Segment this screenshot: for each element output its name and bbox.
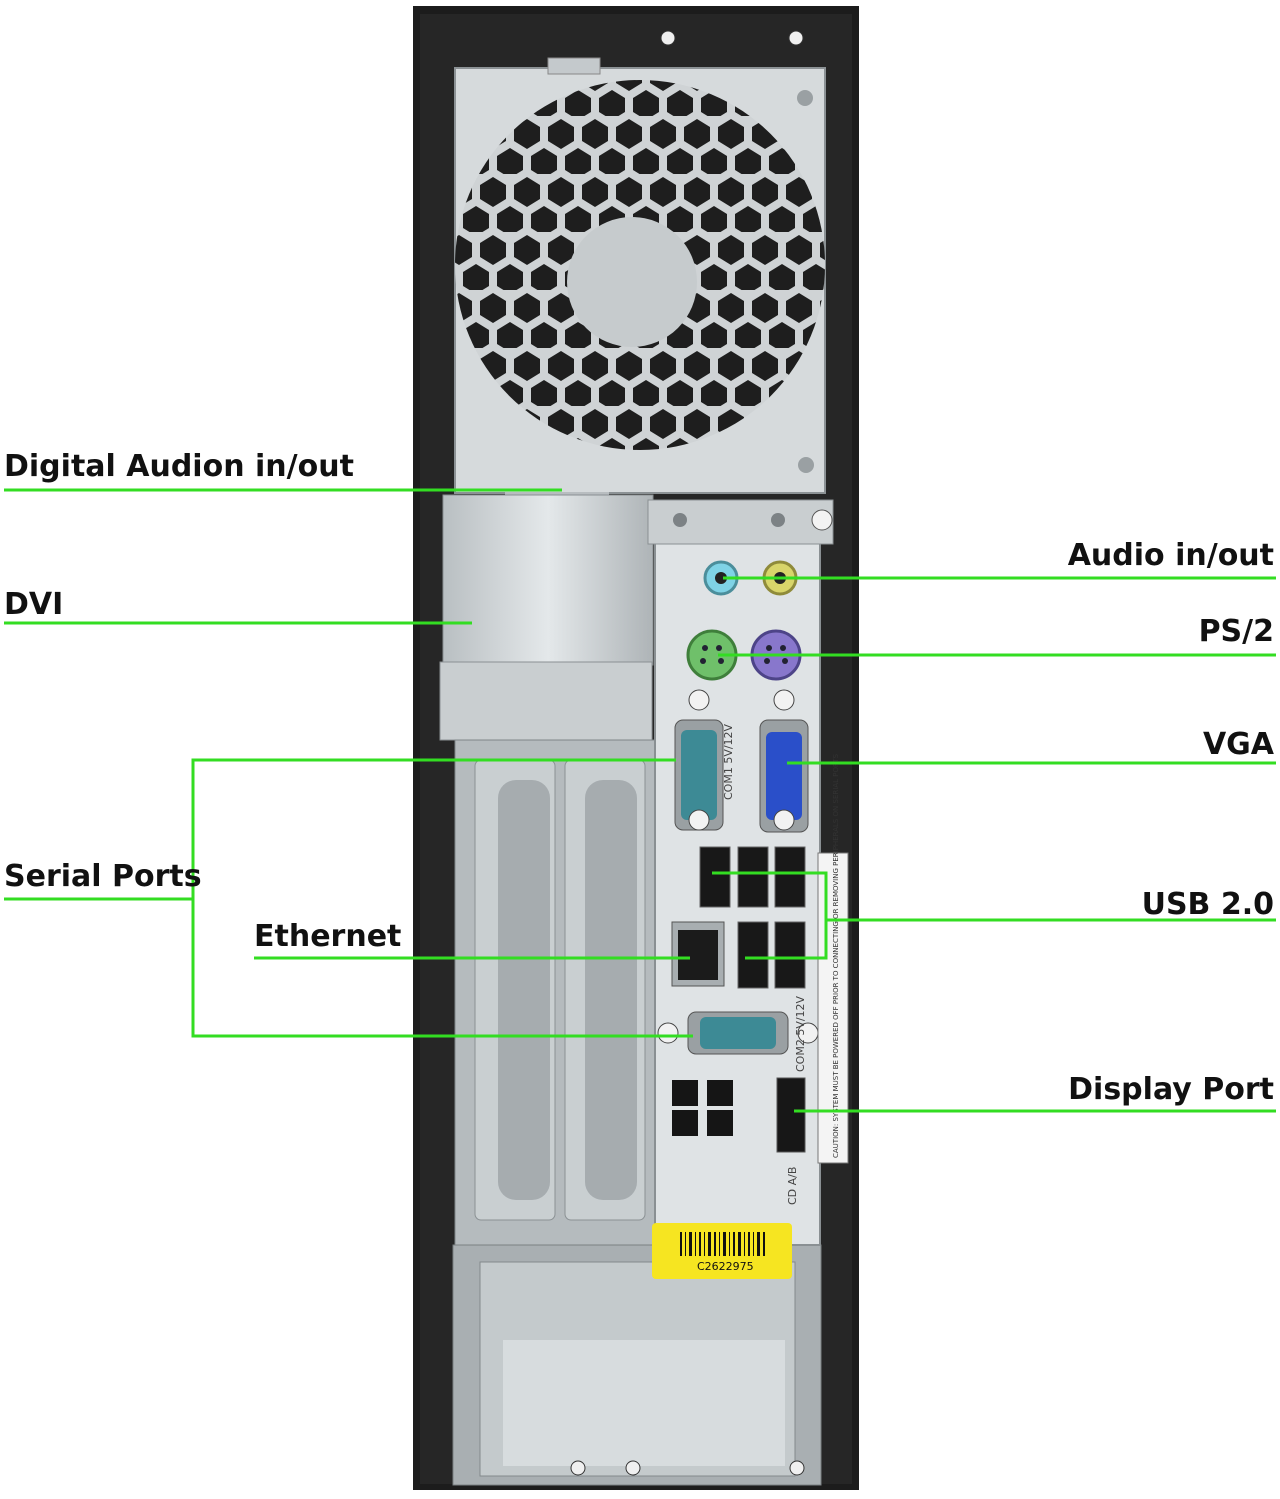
cd-caption: CD A/B <box>786 1167 799 1205</box>
label-usb: USB 2.0 <box>1141 887 1274 922</box>
label-digital-audio: Digital Audion in/out <box>4 449 354 484</box>
label-serial-ports: Serial Ports <box>4 859 202 894</box>
label-ethernet: Ethernet <box>254 919 402 954</box>
label-dvi: DVI <box>4 587 64 622</box>
leader-serial-bracket <box>191 758 693 1038</box>
barcode-number: C2622975 <box>697 1260 754 1273</box>
label-vga: VGA <box>1202 727 1274 762</box>
vga-port <box>759 689 809 833</box>
serial-port-1: COM1 5V/12V <box>674 689 735 831</box>
leader-lines <box>4 488 1276 1113</box>
label-display-port: Display Port <box>1068 1072 1274 1107</box>
caution-text: CAUTION: SYSTEM MUST BE POWERED OFF PRIO… <box>832 753 840 1158</box>
usb-ports <box>699 846 806 989</box>
display-port: CD A/B <box>776 1077 806 1205</box>
serial-port-2: COM2 5V/12V <box>657 995 819 1072</box>
leader-usb-bracket <box>712 871 828 960</box>
com1-caption: COM1 5V/12V <box>722 723 735 800</box>
com2-caption: COM2 5V/12V <box>794 995 807 1072</box>
expansion-slots <box>454 739 656 1261</box>
label-audio: Audio in/out <box>1067 538 1274 573</box>
ethernet-port <box>671 921 725 987</box>
barcode-sticker: C2622975 <box>652 1223 792 1279</box>
label-ps2: PS/2 <box>1198 614 1274 649</box>
